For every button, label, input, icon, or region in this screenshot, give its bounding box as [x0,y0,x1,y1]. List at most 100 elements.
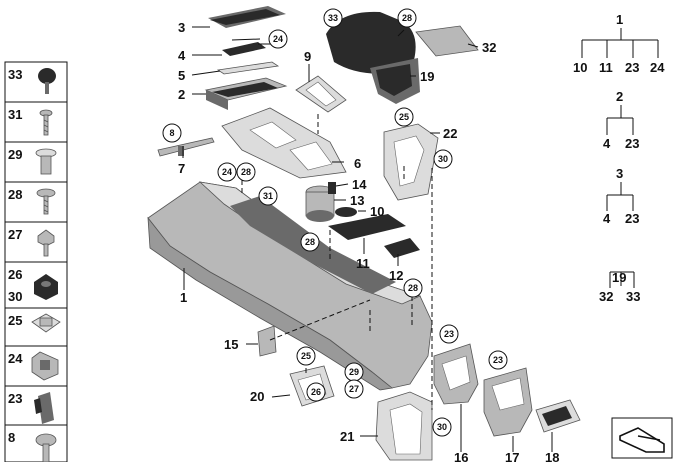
circle-callout-30a: 30 [433,149,453,169]
svg-text:27: 27 [349,384,359,394]
callout-11: 11 [356,256,370,271]
washer-screw-icon [36,188,56,215]
circle-callout-24a: 24 [268,29,288,49]
panel-label-7: 24 [8,351,23,366]
svg-text:31: 31 [263,191,273,201]
tree-2: 2 4 23 [603,89,639,151]
tree-2-child-1: 23 [625,136,639,151]
svg-text:29: 29 [349,367,359,377]
svg-text:26: 26 [311,387,321,397]
tree-4: 19 32 33 [599,270,640,304]
part-13-cup-holder [305,182,336,222]
svg-text:23: 23 [493,355,503,365]
svg-text:25: 25 [301,351,311,361]
callout-2: 2 [178,87,185,102]
diagram-symbol-icon [611,417,673,459]
part-6-center-trim [221,107,347,179]
panel-label-0: 33 [8,67,22,82]
svg-text:23: 23 [444,329,454,339]
part-9-frame [295,75,347,113]
part-32-pad [415,25,479,57]
circled-callouts: 33 28 24 8 25 30 24 28 31 28 28 23 23 25… [162,8,508,437]
part-4-mat [222,42,266,56]
tree-2-child-0: 4 [603,136,611,151]
callout-19: 19 [420,69,434,84]
circle-callout-30b: 30 [432,417,452,437]
svg-text:33: 33 [328,13,338,23]
part-1-console [147,181,433,391]
circle-callout-24b: 24 [217,162,237,182]
panel-label-2: 29 [8,147,22,162]
svg-text:25: 25 [399,112,409,122]
circle-callout-25a: 25 [394,107,414,127]
tree-4-child-0: 32 [599,289,613,304]
svg-text:28: 28 [305,237,315,247]
callout-15: 15 [224,337,238,352]
callout-18: 18 [545,450,559,462]
part-19-armrest [326,11,420,104]
svg-text:24: 24 [222,167,232,177]
callout-3: 3 [178,20,185,35]
panel-label-4: 27 [8,227,22,242]
circle-callout-28d: 28 [403,278,423,298]
circle-callout-31: 31 [258,186,278,206]
svg-text:28: 28 [408,283,418,293]
svg-text:28: 28 [241,167,251,177]
part-5-strip [216,61,280,75]
tree-4-child-1: 33 [626,289,640,304]
part-11-mat [328,214,406,240]
tree-4-parent: 19 [612,270,626,285]
circle-callout-28b: 28 [236,162,256,182]
svg-text:30: 30 [437,422,447,432]
callout-5: 5 [178,68,185,83]
tree-3-parent: 3 [616,166,623,181]
part-3-lid [208,6,286,28]
tree-1: 1 10 11 23 24 [573,12,665,75]
circle-callout-8: 8 [162,123,182,143]
circle-callout-26: 26 [306,382,326,402]
circle-callout-23a: 23 [439,324,459,344]
callout-22: 22 [443,126,457,141]
part-16-trim [433,343,479,405]
part-2-tray [204,77,288,110]
part-21-support [375,391,433,461]
panel-label-1: 31 [8,107,22,122]
callout-numbers: 3 4 5 2 9 7 6 32 19 22 14 13 10 11 12 1 … [178,20,559,462]
tree-3-child-1: 23 [625,211,639,226]
callout-16: 16 [454,450,468,462]
callout-14: 14 [352,177,367,192]
flange-screw-icon [37,229,55,257]
circle-callout-25b: 25 [296,346,316,366]
callout-17: 17 [505,450,519,462]
part-7-bracket [157,137,215,157]
callout-10: 10 [370,204,384,219]
callout-6: 6 [354,156,361,171]
panel-label-8: 23 [8,391,22,406]
callout-4: 4 [178,48,186,63]
leader-lines [182,26,553,452]
callout-20: 20 [250,389,264,404]
tree-1-child-3: 24 [650,60,665,75]
tree-1-child-0: 10 [573,60,587,75]
callout-7: 7 [178,161,185,176]
panel-label-6: 25 [8,313,22,328]
svg-text:24: 24 [273,34,283,44]
tree-1-child-1: 11 [599,60,613,75]
panel-label-3: 28 [8,187,22,202]
callout-1: 1 [180,290,187,305]
expanding-rivet-icon [35,148,57,175]
push-clip-icon [34,392,54,424]
fastener-panel: 33 31 29 28 27 26 30 25 24 23 8 [4,61,68,462]
part-22-support [383,123,439,201]
tree-2-parent: 2 [616,89,623,104]
tree-1-parent: 1 [616,12,623,27]
circle-callout-29: 29 [344,362,364,382]
circle-callout-28c: 28 [300,232,320,252]
panel-label-5b: 30 [8,289,22,304]
panel-label-5: 26 [8,267,22,282]
part-10-disk [335,207,357,217]
callout-9: 9 [304,49,311,64]
callout-12: 12 [389,268,403,283]
hex-nut-icon [34,274,58,300]
